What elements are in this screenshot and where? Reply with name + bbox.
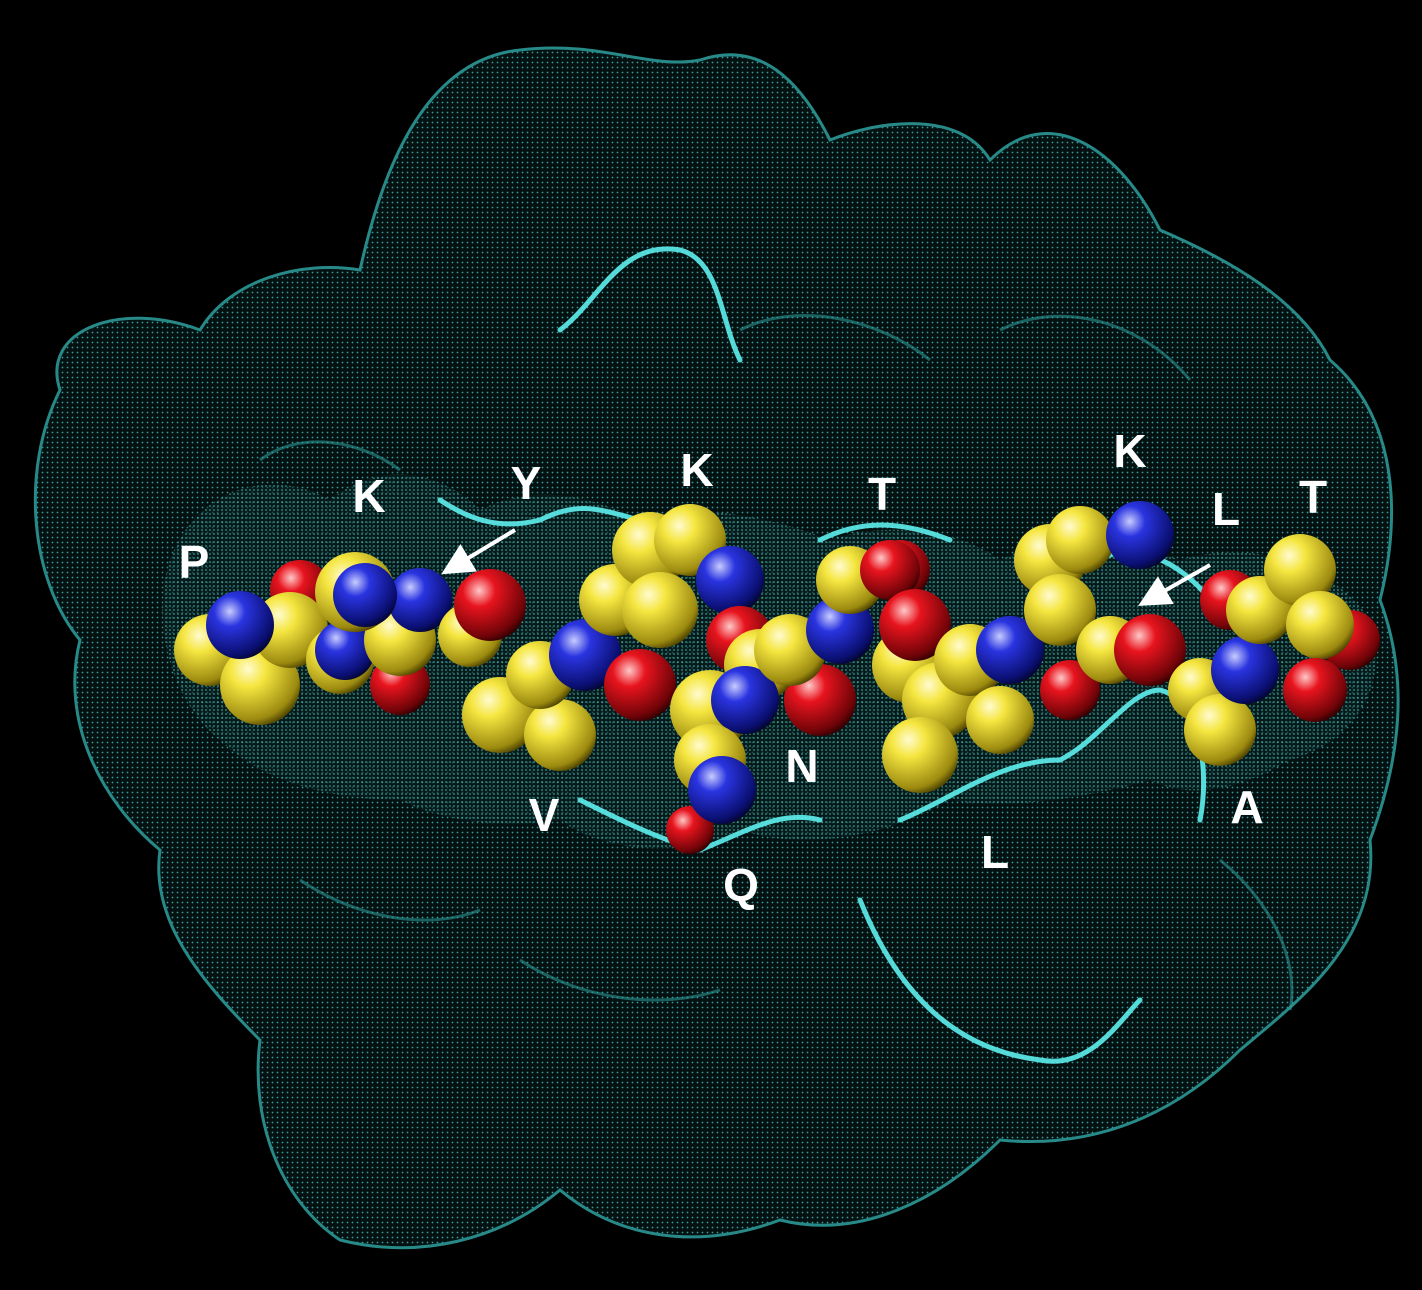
- nitrogen-atom: [688, 756, 756, 824]
- nitrogen-atom: [1211, 636, 1279, 704]
- nitrogen-atom: [711, 666, 779, 734]
- nitrogen-atom: [549, 619, 621, 691]
- residue-label-v: V: [528, 789, 560, 841]
- oxygen-atom: [604, 649, 676, 721]
- nitrogen-atom: [333, 563, 397, 627]
- carbon-atom: [622, 572, 698, 648]
- nitrogen-atom: [315, 620, 375, 680]
- nitrogen-atom: [976, 616, 1044, 684]
- nitrogen-atom: [206, 591, 274, 659]
- residue-label-a: A: [1230, 781, 1264, 833]
- residue-label-k3: K: [1113, 425, 1147, 477]
- nitrogen-atom: [1106, 501, 1174, 569]
- residue-label-q: Q: [723, 859, 759, 911]
- residue-label-k2: K: [680, 444, 714, 496]
- residue-label-l1: L: [980, 826, 1010, 878]
- surface-rim-lines: [437, 246, 1213, 1064]
- oxygen-atom: [666, 806, 714, 854]
- arrow-y: [441, 528, 517, 575]
- arrow-l: [1138, 563, 1211, 606]
- carbon-atom: [1024, 574, 1096, 646]
- carbon-atom: [966, 686, 1034, 754]
- residue-label-y: Y: [510, 457, 542, 509]
- carbon-atom: [1286, 591, 1354, 659]
- residue-label-l2: L: [1211, 483, 1241, 535]
- oxygen-atom: [1040, 660, 1100, 720]
- surface-contour-lines: [259, 314, 1294, 1011]
- residue-label-t1: T: [867, 468, 897, 520]
- oxygen-atom: [860, 540, 920, 600]
- carbon-atom: [524, 699, 596, 771]
- nitrogen-atom: [388, 568, 452, 632]
- carbon-atom: [882, 717, 958, 793]
- carbon-atom: [1264, 534, 1336, 606]
- residue-label-n: N: [785, 740, 819, 792]
- oxygen-atom: [1114, 614, 1186, 686]
- oxygen-atom: [1283, 658, 1347, 722]
- carbon-atom: [1184, 694, 1256, 766]
- oxygen-atom: [454, 569, 526, 641]
- residue-label-t2: T: [1298, 471, 1328, 523]
- oxygen-atom: [879, 589, 951, 661]
- peptide-atoms: [174, 501, 1380, 854]
- carbon-atom: [1046, 506, 1114, 574]
- residue-label-k1: K: [352, 470, 386, 522]
- nitrogen-atom: [696, 546, 764, 614]
- residue-label-p: P: [178, 536, 210, 588]
